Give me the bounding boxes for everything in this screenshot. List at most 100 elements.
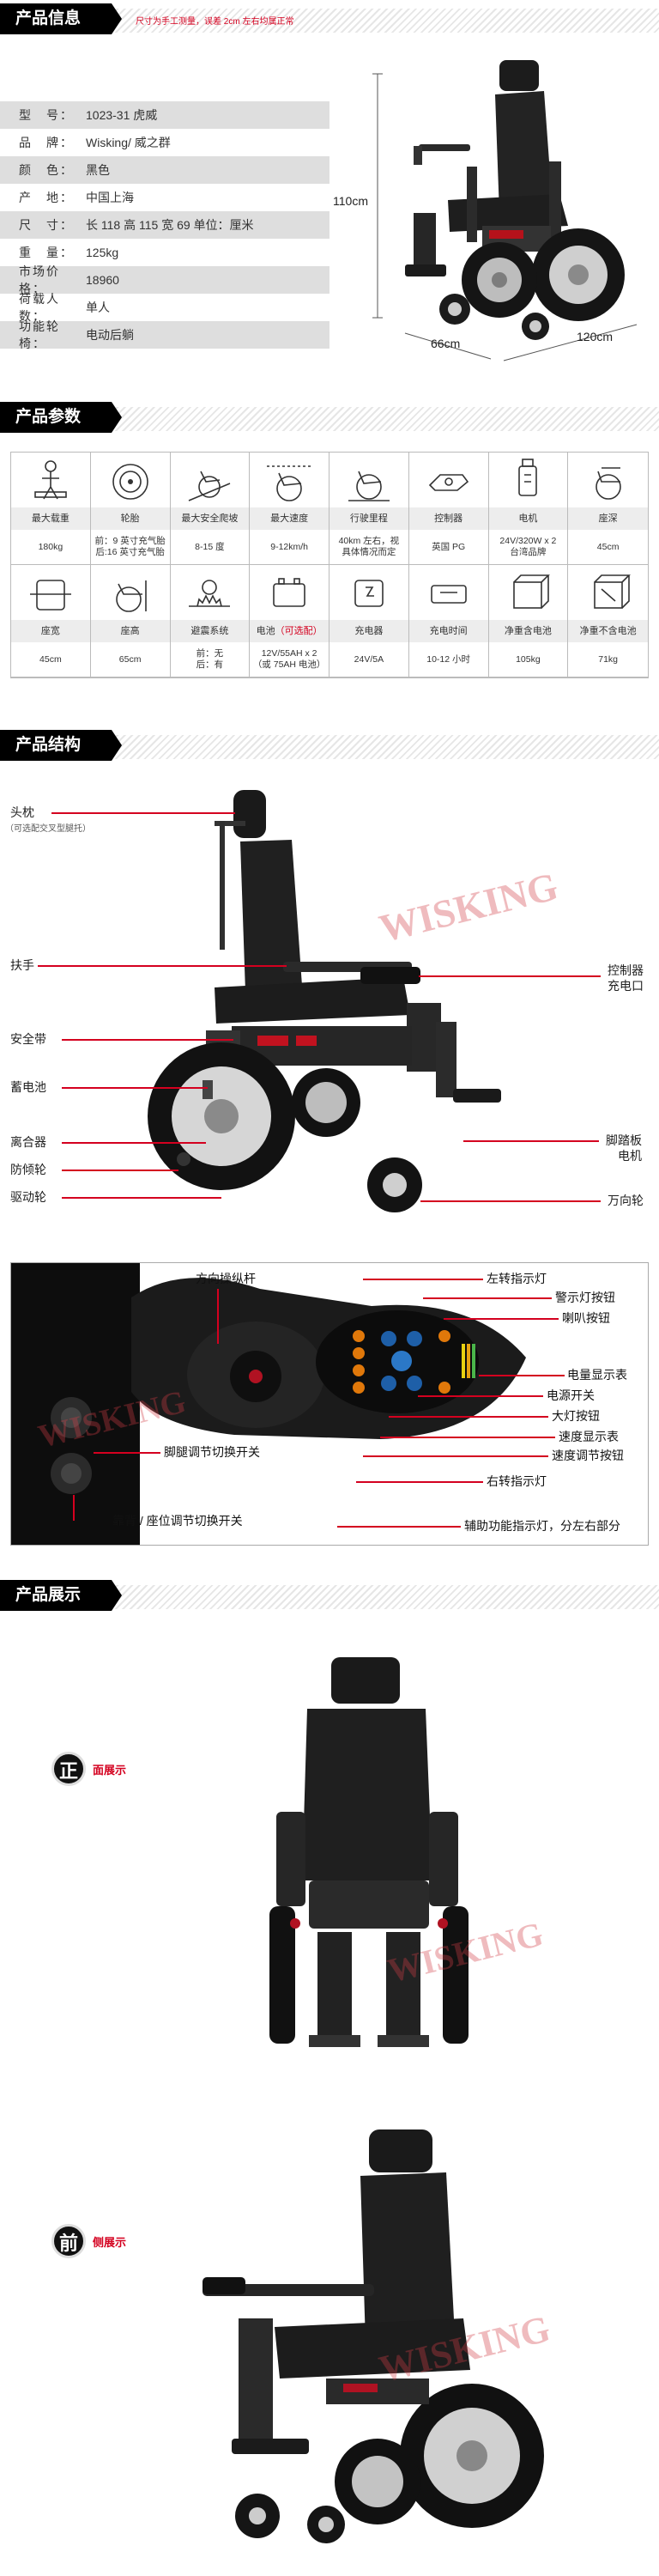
param-label: 充电器 xyxy=(330,620,408,642)
section-bar-params: 产品参数 xyxy=(0,402,659,433)
label-headrest: 头枕 xyxy=(10,805,34,819)
speed-wheelchair-icon xyxy=(250,453,329,507)
param-value: 24V/5A xyxy=(354,653,384,665)
label-clutch: 离合器 xyxy=(10,1135,46,1149)
param-label: 轮胎 xyxy=(90,507,170,530)
info-row: 重 量：125kg xyxy=(19,246,119,259)
label-speed-adjust: 速度调节按钮 xyxy=(552,1449,624,1462)
param-value: 45cm xyxy=(596,541,620,552)
label-motor: 电机 xyxy=(618,1149,642,1163)
info-row: 功能轮椅：电动后躺 xyxy=(0,319,330,350)
param-cell: 净重不含电池 71kg xyxy=(568,565,648,677)
section-bar-structure: 产品结构 xyxy=(0,730,659,761)
front-view-image: WISKING xyxy=(257,1649,547,2078)
info-row: 荷载人数：单人 xyxy=(19,292,110,323)
side-view-image: WISKING xyxy=(197,2121,558,2550)
label-battery: 蓄电池 xyxy=(10,1080,46,1094)
label-back-switch: 靠背 / 座位调节切换开关 xyxy=(112,1514,243,1528)
param-cell: 电池（可选配）12V/55AH x 2 （或 75AH 电池） xyxy=(250,565,330,677)
charger-icon xyxy=(330,565,408,620)
param-label: 最大载重 xyxy=(11,507,90,530)
person-load-icon xyxy=(11,453,90,507)
param-value: 英国 PG xyxy=(432,541,466,552)
label-horn-btn: 喇叭按钮 xyxy=(562,1311,610,1325)
motor-icon xyxy=(489,453,568,507)
info-table: 型 号：1023-31 虎威 品 牌：Wisking/ 威之群 颜 色：黑色 产… xyxy=(0,101,330,350)
section-bar-display: 产品展示 xyxy=(0,1580,659,1611)
section-bar-info: 产品信息 尺寸为手工测量，误差 2cm 左右均属正常 xyxy=(0,3,659,34)
side-view-label: 前 侧展示 xyxy=(51,2224,126,2258)
section-title: 产品信息 xyxy=(0,3,122,34)
param-value: 前：9 英寸充气胎 后:16 英寸充气胎 xyxy=(94,536,166,557)
label-joystick: 方向操纵杆 xyxy=(196,1272,256,1285)
label-armrest: 扶手 xyxy=(10,958,34,972)
param-value: 105kg xyxy=(516,653,541,665)
param-value: 40km 左右，视 具体情况而定 xyxy=(338,536,400,557)
label-drive-wheel: 驱动轮 xyxy=(10,1190,46,1204)
info-row: 尺 寸：长 118 高 115 宽 69 单位：厘米 xyxy=(0,211,330,239)
controller-detail-panel: WISKING 方向操纵杆 左转指示灯 警示灯按钮 喇叭按钮 电量显示表 电源开… xyxy=(10,1262,649,1546)
wheelchair-front-illustration xyxy=(269,1657,469,2047)
height-dimension: 110cm xyxy=(333,194,368,208)
param-label: 充电时间 xyxy=(408,620,488,642)
slope-wheelchair-icon xyxy=(171,453,250,507)
product-hero-image: 110cm 66cm 120cm xyxy=(333,50,645,369)
param-label: 座高 xyxy=(90,620,170,642)
info-row: 产 地：中国上海 xyxy=(19,191,134,204)
param-value: 24V/320W x 2 台湾品牌 xyxy=(499,536,557,557)
info-row: 颜 色：黑色 xyxy=(0,156,330,184)
battery-icon xyxy=(250,565,329,620)
param-label: 电机 xyxy=(488,507,568,530)
tire-icon xyxy=(91,453,170,507)
front-view-badge: 正 xyxy=(51,1752,86,1786)
param-value: 8-15 度 xyxy=(195,541,225,552)
width-dimension: 66cm xyxy=(431,337,461,350)
param-value: 45cm xyxy=(39,653,62,665)
param-cell: 控制器英国 PG xyxy=(408,453,489,565)
seat-height-icon xyxy=(91,565,170,620)
side-view-badge: 前 xyxy=(51,2224,86,2258)
param-cell: 充电器 24V/5A xyxy=(330,565,409,677)
weight-no-battery-icon xyxy=(568,565,648,620)
param-value: 前：无 后：有 xyxy=(196,648,224,670)
param-label: 最大速度 xyxy=(250,507,329,530)
info-row: 市场价格：18960 xyxy=(0,264,330,295)
wheelchair-dimension-illustration xyxy=(372,60,638,361)
param-cell: 最大载重 180kg xyxy=(11,453,91,565)
length-dimension: 120cm xyxy=(577,330,614,343)
param-value: 180kg xyxy=(38,541,63,552)
weight-with-battery-icon xyxy=(489,565,568,620)
label-seatbelt: 安全带 xyxy=(10,1032,46,1046)
controller-icon xyxy=(409,453,488,507)
section-title: 产品展示 xyxy=(0,1580,122,1611)
label-charge-port: 充电口 xyxy=(608,979,644,993)
section-title: 产品参数 xyxy=(0,402,122,433)
param-value: 65cm xyxy=(118,653,142,665)
label-caster: 万向轮 xyxy=(608,1194,644,1207)
seat-width-icon xyxy=(11,565,90,620)
label-battery-meter: 电量显示表 xyxy=(567,1368,627,1382)
param-label: 控制器 xyxy=(408,507,488,530)
param-label: 净重不含电池 xyxy=(568,620,648,642)
label-footrest: 脚踏板 xyxy=(606,1133,642,1147)
shock-absorb-icon xyxy=(171,565,250,620)
front-view-label: 正 面展示 xyxy=(51,1752,126,1786)
label-speed-display: 速度显示表 xyxy=(559,1430,619,1443)
param-cell: 座高 65cm xyxy=(90,565,171,677)
label-controller: 控制器 xyxy=(608,963,644,977)
label-leg-switch: 脚腿调节切换开关 xyxy=(164,1445,260,1459)
info-row: 品 牌：Wisking/ 威之群 xyxy=(19,136,171,149)
param-value: 71kg xyxy=(598,653,619,665)
wheelchair-side-illustration xyxy=(203,2129,544,2543)
structure-diagram: WISKING 头枕 （可选配交叉型腿托） 扶手 安全带 蓄电池 离合器 防倾轮… xyxy=(0,773,659,1228)
param-cell: 轮胎前：9 英寸充气胎 后:16 英寸充气胎 xyxy=(90,453,171,565)
measure-note: 尺寸为手工测量，误差 2cm 左右均属正常 xyxy=(136,17,294,27)
joystick-controller-illustration xyxy=(11,1263,526,1545)
